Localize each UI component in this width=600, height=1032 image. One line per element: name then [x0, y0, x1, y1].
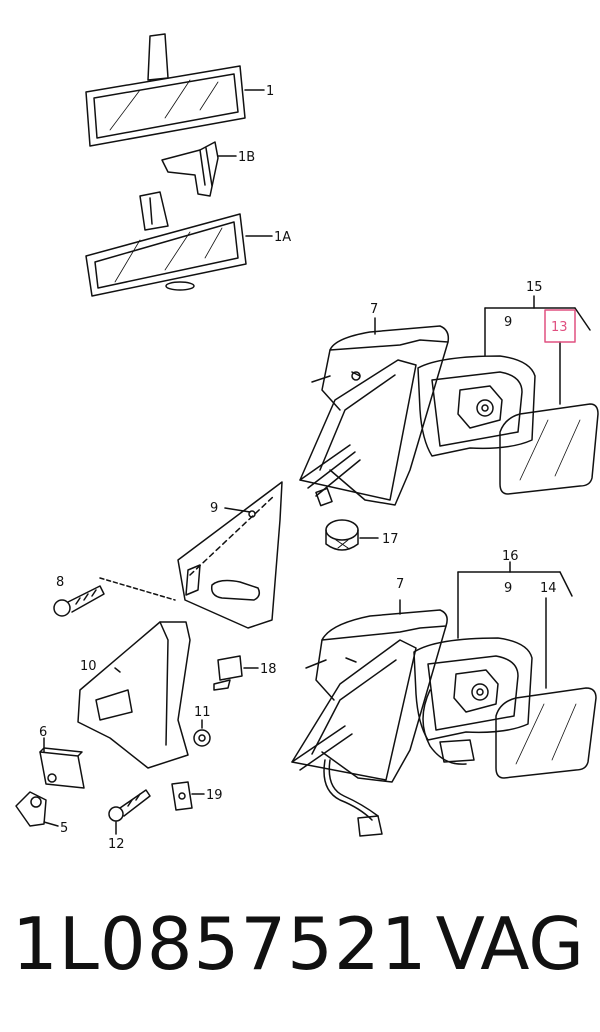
label-16: 16 [502, 549, 519, 564]
highlight-box-13 [544, 309, 576, 343]
mirror-glass-upper-13 [499, 403, 599, 495]
label-13: 13 [551, 320, 568, 335]
foam-pad-17 [325, 519, 379, 551]
leader-lines-lower [457, 561, 573, 689]
label-1B: 1B [238, 150, 255, 165]
mirror-glass-lower-14 [495, 687, 597, 779]
exterior-mirror-upper-7 [299, 317, 450, 507]
label-5: 5 [60, 821, 68, 836]
label-1: 1 [266, 84, 274, 99]
label-18: 18 [260, 662, 277, 677]
label-9-upper: 9 [504, 315, 512, 330]
grommet-11 [193, 719, 211, 747]
interior-mirror-1 [85, 33, 265, 147]
part-number: 1L0857521 [12, 902, 428, 986]
label-7-upper: 7 [370, 302, 378, 317]
label-9-trim: 9 [210, 501, 218, 516]
label-15: 15 [526, 280, 543, 295]
leader-lines-upper [484, 295, 591, 405]
clip-18 [213, 655, 259, 691]
screw-12 [108, 789, 151, 835]
label-7-lower: 7 [396, 577, 404, 592]
mirror-parts-diagram: 1 1B 1A 15 9 13 7 9 17 8 10 18 11 6 5 12… [15, 33, 599, 852]
mirror-housing-lower-9 [413, 637, 533, 765]
label-11: 11 [194, 705, 211, 720]
brand-name: VAG [435, 902, 584, 986]
label-10: 10 [80, 659, 97, 674]
label-19: 19 [206, 788, 223, 803]
label-1A: 1A [274, 230, 291, 245]
interior-mirror-1A [85, 191, 273, 297]
label-14: 14 [540, 581, 557, 596]
nut-clip-19 [171, 781, 205, 811]
mirror-clip-1B [161, 141, 237, 197]
label-8: 8 [56, 575, 64, 590]
exterior-mirror-lower-7 [291, 599, 448, 837]
screw-8 [53, 577, 176, 617]
wedge-5 [15, 791, 59, 827]
label-6: 6 [39, 725, 47, 740]
label-17: 17 [382, 532, 399, 547]
inner-trim-10 [77, 621, 191, 769]
block-6 [39, 737, 85, 789]
label-12: 12 [108, 837, 125, 852]
label-9-lower: 9 [504, 581, 512, 596]
triangle-trim-9 [177, 481, 283, 629]
mirror-housing-upper-9 [417, 355, 536, 457]
